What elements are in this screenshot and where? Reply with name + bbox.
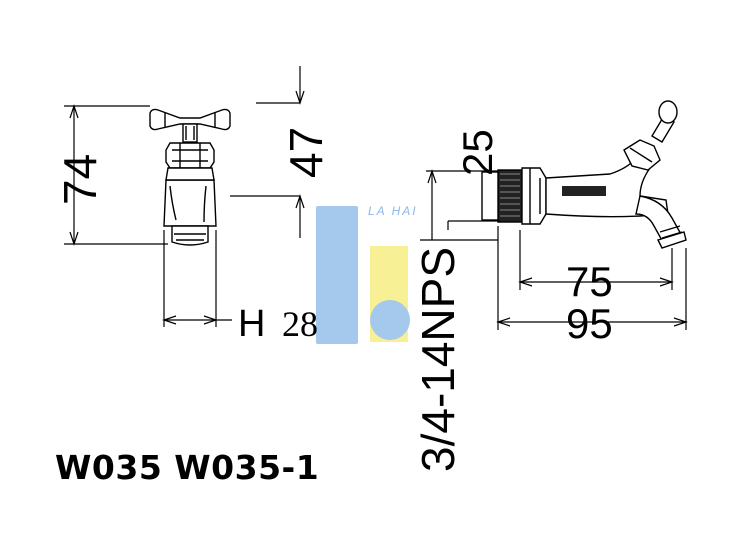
dim-47-line xyxy=(230,66,305,238)
dim-74-label: 74 xyxy=(54,154,106,205)
dim-75-label: 75 xyxy=(566,258,613,305)
thread-spec-label: 3/4-14NPS xyxy=(412,247,464,472)
dim-hex-value: 28 xyxy=(282,304,318,344)
dim-95-line xyxy=(496,226,688,330)
dim-47-label: 47 xyxy=(280,127,332,178)
side-view xyxy=(481,100,687,249)
dim-74-line xyxy=(64,104,168,246)
model-codes: W035 W035-1 xyxy=(55,448,320,487)
dim-95-label: 95 xyxy=(566,300,613,347)
dim-hex-line xyxy=(162,230,232,327)
dim-25-label: 25 xyxy=(454,129,501,176)
dim-25-line xyxy=(426,169,500,240)
dim-75-line xyxy=(518,230,674,290)
front-view xyxy=(149,108,231,246)
dim-hex-label-h: H xyxy=(238,303,265,345)
watermark-logo: LA HAI xyxy=(316,204,418,344)
watermark-text: LA HAI xyxy=(368,204,418,218)
